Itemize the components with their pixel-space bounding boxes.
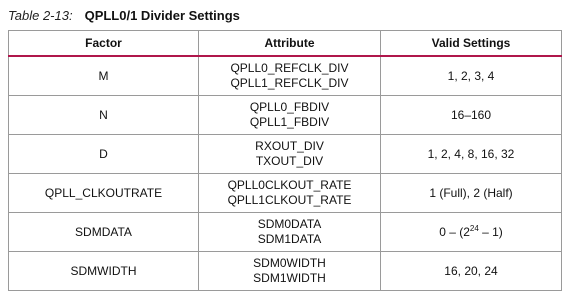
table-title: QPLL0/1 Divider Settings bbox=[84, 8, 240, 23]
attribute-line: QPLL1_FBDIV bbox=[249, 115, 330, 129]
header-valid-settings: Valid Settings bbox=[380, 30, 562, 57]
factor-cell: M bbox=[8, 55, 199, 96]
attribute-line: QPLL0CLKOUT_RATE bbox=[227, 178, 352, 192]
attribute-line: QPLL1CLKOUT_RATE bbox=[227, 193, 352, 207]
valid-settings-cell: 16, 20, 24 bbox=[380, 251, 562, 291]
factor-cell: QPLL_CLKOUTRATE bbox=[8, 173, 199, 213]
attribute-line: RXOUT_DIV bbox=[255, 139, 324, 153]
factor-cell: D bbox=[8, 134, 199, 174]
settings-suffix: – 1) bbox=[478, 224, 503, 239]
table-caption: Table 2-13: QPLL0/1 Divider Settings bbox=[8, 6, 240, 26]
header-attribute: Attribute bbox=[198, 30, 381, 57]
factor-cell: SDMWIDTH bbox=[8, 251, 199, 291]
settings-prefix: 0 – (2 bbox=[439, 224, 470, 239]
divider-settings-table: Factor Attribute Valid Settings M QPLL0_… bbox=[8, 30, 562, 291]
attribute-line: QPLL0_REFCLK_DIV bbox=[230, 61, 349, 75]
header-row: Factor Attribute Valid Settings bbox=[8, 30, 562, 57]
attribute-line: SDM0WIDTH bbox=[253, 256, 326, 270]
header-factor: Factor bbox=[8, 30, 199, 57]
factor-cell: N bbox=[8, 95, 199, 135]
attribute-line: TXOUT_DIV bbox=[255, 154, 324, 168]
attribute-line: SDM1WIDTH bbox=[253, 271, 326, 285]
attribute-line: SDM0DATA bbox=[257, 217, 322, 231]
valid-settings-cell: 16–160 bbox=[380, 95, 562, 135]
attribute-line: QPLL1_REFCLK_DIV bbox=[230, 76, 349, 90]
valid-settings-cell: 1, 2, 3, 4 bbox=[380, 55, 562, 96]
valid-settings-cell: 1, 2, 4, 8, 16, 32 bbox=[380, 134, 562, 174]
valid-settings-cell: 0 – (224 – 1) bbox=[380, 212, 562, 252]
settings-exponent: 24 bbox=[469, 223, 479, 233]
factor-cell: SDMDATA bbox=[8, 212, 199, 252]
attribute-line: QPLL0_FBDIV bbox=[249, 100, 330, 114]
attribute-line: SDM1DATA bbox=[257, 232, 322, 246]
valid-settings-cell: 1 (Full), 2 (Half) bbox=[380, 173, 562, 213]
table-number: Table 2-13: bbox=[8, 8, 73, 23]
